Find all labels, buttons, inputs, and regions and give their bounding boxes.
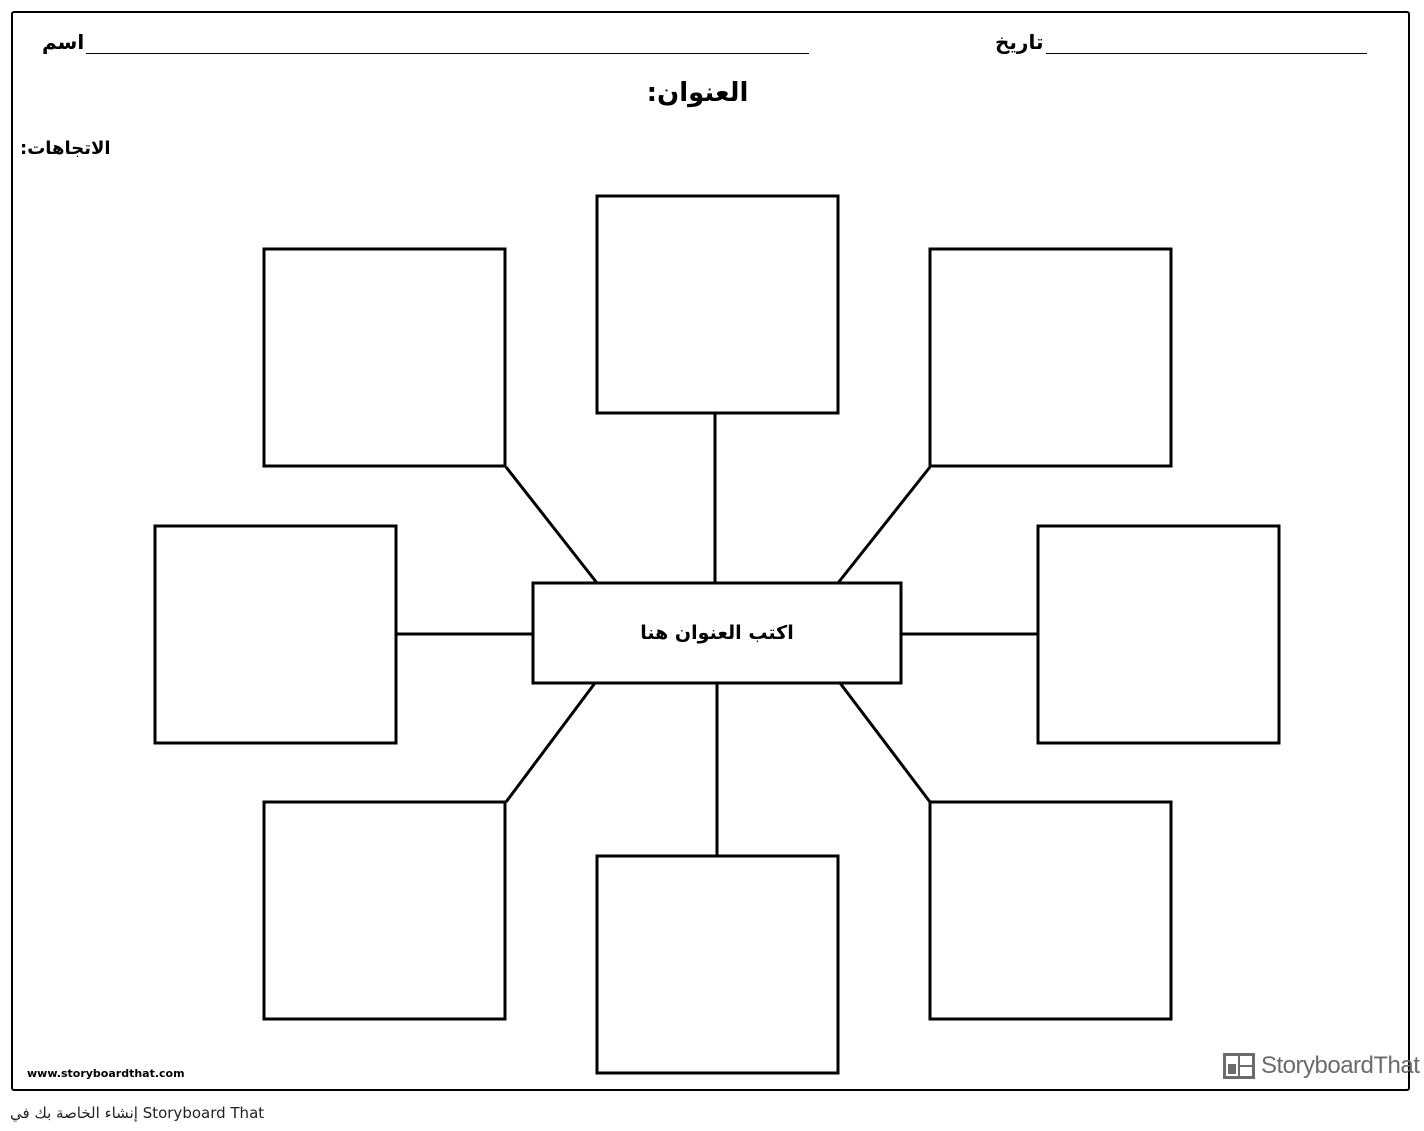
website-url: www.storyboardthat.com (27, 1067, 185, 1080)
connector-top-left (504, 466, 599, 584)
date-label: تاريخ (995, 30, 1044, 54)
box-right (1036, 524, 1281, 745)
box-bottom (595, 854, 840, 1075)
center-topic-text[interactable]: اكتب العنوان هنا (640, 622, 794, 644)
date-write-line[interactable] (1046, 53, 1367, 54)
connector-bottom-right (838, 682, 932, 803)
name-write-line[interactable] (86, 53, 809, 54)
box-top-right (928, 247, 1173, 468)
box-left (153, 524, 398, 745)
page-title: :العنوان (646, 78, 749, 108)
connector-top-right (836, 466, 932, 584)
connector-bottom-left (504, 682, 597, 803)
box-bottom-right (928, 800, 1173, 1021)
directions-label: :الاتجاهات (20, 138, 111, 159)
center-box (531, 581, 903, 685)
box-bottom-left (262, 800, 507, 1021)
logo-text: StoryboardThat (1261, 1052, 1420, 1079)
storyboardthat-logo: StoryboardThat (1222, 1052, 1420, 1080)
box-top (595, 194, 840, 415)
storyboard-icon (1222, 1052, 1256, 1080)
box-top-left (262, 247, 507, 468)
name-label: اسم (42, 30, 85, 54)
worksheet-frame (11, 11, 1410, 1091)
footer-credit[interactable]: إنشاء الخاصة بك في Storyboard That (10, 1104, 265, 1122)
